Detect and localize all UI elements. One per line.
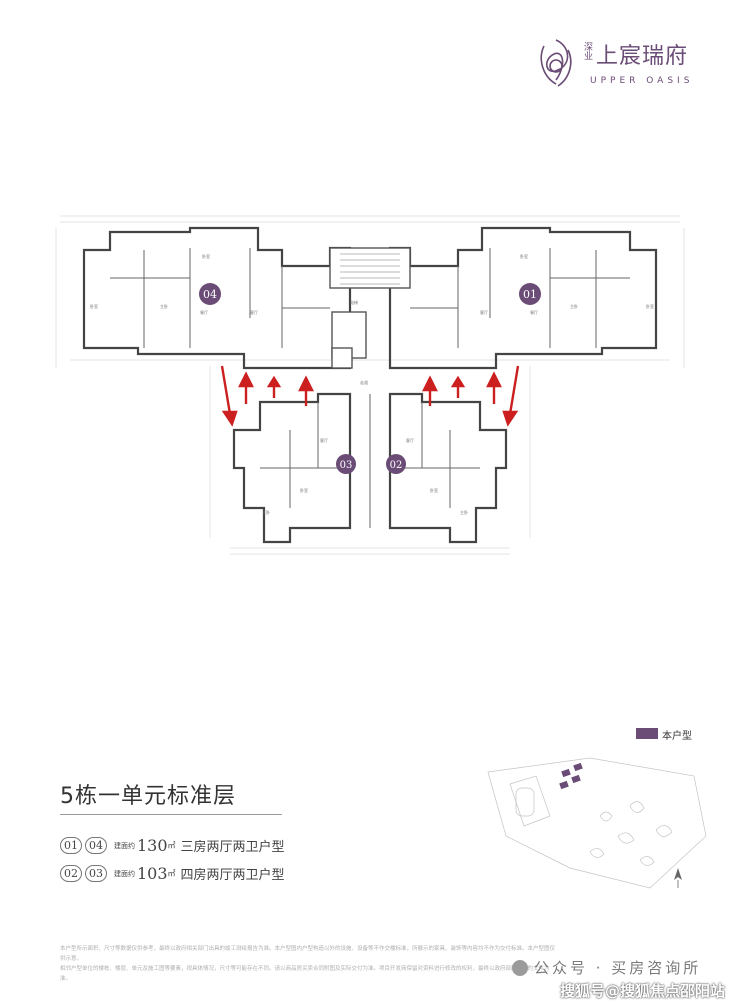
room-label: 主卧 [262, 509, 270, 515]
unit-number-badge: 01 [60, 837, 82, 854]
room-label: 客厅 [320, 437, 328, 443]
unit-label-03: 03 [340, 460, 353, 471]
watermark-account: 公众号 · 买房咨询所 [512, 957, 701, 978]
watermark-site: 搜狐号@搜狐焦点邵阳站 [560, 982, 726, 1000]
room-label: 餐厅 [530, 309, 538, 315]
room-label: 主卧 [160, 303, 168, 309]
north-arrow-icon [674, 868, 682, 888]
watermark-account-text: 公众号 · 买房咨询所 [534, 959, 702, 977]
room-label: 客厅 [480, 309, 488, 315]
brand-logo-mark-icon [540, 39, 572, 87]
brand-sub-label: 深业 [584, 43, 594, 62]
room-label: 卧室 [646, 303, 654, 309]
legend-swatch [636, 728, 658, 739]
current-unit-marker [559, 762, 583, 790]
room-label: 卧室 [520, 253, 528, 259]
unit-label-02: 02 [390, 460, 403, 471]
room-label: 卧室 [202, 253, 210, 259]
room-label: 走道 [360, 379, 368, 385]
legend-label: 本户型 [662, 731, 692, 742]
area-unit: ㎡ [167, 841, 176, 850]
unit-label-01: 01 [523, 288, 537, 301]
site-plan [487, 757, 707, 889]
title-divider [60, 814, 282, 815]
room-label: 餐厅 [200, 309, 208, 315]
floor-title: 5栋一单元标准层 [60, 784, 236, 809]
area-value: 130 [137, 836, 168, 855]
unit-circles [199, 283, 541, 474]
wechat-icon [512, 959, 528, 976]
unit-type-desc: 四房两厅两卫户型 [180, 868, 285, 883]
brand-english-name: UPPER OASIS [590, 76, 694, 86]
stairs [340, 253, 400, 285]
area-prefix: 建面约 [114, 869, 135, 878]
room-label: 客厅 [250, 309, 258, 315]
area-unit: ㎡ [167, 869, 176, 878]
disclaimer: 本户型所示面积、尺寸等数据仅供参考，最终以政府相关部门出具的竣工测绘报告为准。本… [60, 944, 560, 984]
unit-label-04: 04 [203, 288, 217, 301]
unit-type-desc: 三房两厅两卫户型 [180, 840, 285, 855]
room-label: 主卧 [460, 509, 468, 515]
brand-title: 上宸瑞府 [596, 44, 689, 69]
area-prefix: 建面约 [114, 841, 135, 850]
room-label: 卧室 [430, 487, 438, 493]
room-label: 主卧 [570, 303, 578, 309]
room-label: 卧室 [300, 487, 308, 493]
unit-number-badge: 03 [85, 865, 107, 882]
dimension-lines [55, 215, 685, 555]
unit-type-row: 02 03 建面约 103 ㎡ 四房两厅两卫户型 [60, 864, 285, 883]
unit-number-badge: 02 [60, 865, 82, 882]
room-label: 客厅 [406, 437, 414, 443]
disclaimer-line: 本户型所示面积、尺寸等数据仅供参考，最终以政府相关部门出具的竣工测绘报告为准。本… [60, 946, 556, 962]
core [329, 247, 411, 369]
floor-plan: 04 01 03 02 卧室 主卧 餐厅 客厅 卧室 卧室 主卧 餐厅 客厅 卧… [55, 215, 685, 555]
unit-type-row: 01 04 建面约 130 ㎡ 三房两厅两卫户型 [60, 836, 285, 855]
partitions [110, 248, 630, 528]
direction-arrows [220, 365, 520, 427]
room-label: 卧室 [90, 303, 98, 309]
room-label: 电梯 [350, 299, 358, 305]
disclaimer-line: 相邻户型单位的楼栋、楼层、单元及施工图等要素，视具体情况，尺寸等可能存在不同。请… [60, 966, 550, 982]
area-value: 103 [137, 864, 168, 883]
unit-number-badge: 04 [85, 837, 107, 854]
